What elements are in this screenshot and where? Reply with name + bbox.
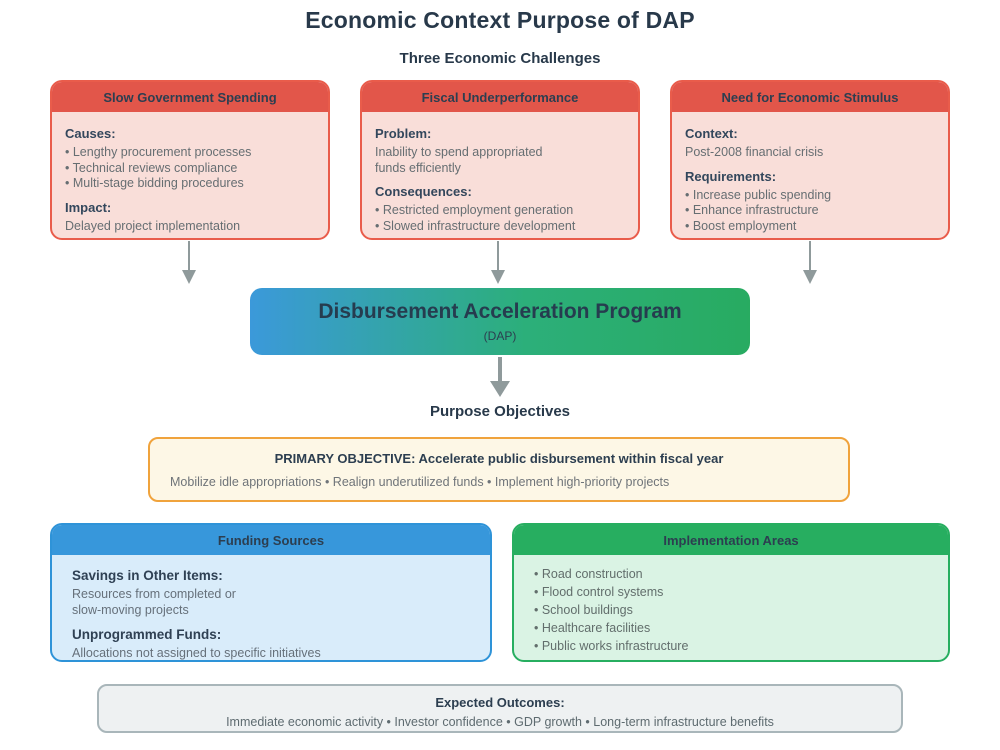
bullet-item: • Public works infrastructure bbox=[534, 639, 689, 653]
section-label: Problem: bbox=[375, 126, 432, 141]
expected-outcomes-box: Expected Outcomes: Immediate economic ac… bbox=[97, 684, 903, 733]
card-header: Slow Government Spending bbox=[52, 82, 328, 112]
text-line: Delayed project implementation bbox=[65, 218, 241, 233]
challenge-card-fiscal-underperformance: Fiscal Underperformance Problem: Inabili… bbox=[360, 80, 640, 240]
section-label: Consequences: bbox=[375, 184, 472, 199]
implementation-areas-panel: Implementation Areas • Road construction… bbox=[512, 523, 950, 662]
arrow-down-icon bbox=[182, 241, 196, 284]
arrow-shaft bbox=[498, 357, 502, 381]
arrow-shaft bbox=[497, 241, 499, 270]
bullet-item: • Multi-stage bidding procedures bbox=[65, 176, 244, 190]
text-line: slow-moving projects bbox=[72, 602, 189, 617]
dap-abbreviation: (DAP) bbox=[483, 329, 517, 343]
outcomes-subtext: Immediate economic activity • Investor c… bbox=[226, 715, 774, 729]
arrow-shaft bbox=[188, 241, 190, 270]
card-body: Causes: • Lengthy procurement processes … bbox=[52, 112, 328, 234]
text-line: funds efficiently bbox=[375, 160, 461, 175]
bullet-item: • Restricted employment generation bbox=[375, 203, 574, 217]
arrow-head bbox=[182, 270, 196, 284]
dap-program-box: Disbursement Acceleration Program (DAP) bbox=[250, 288, 750, 355]
primary-objective-subtext: Mobilize idle appropriations • Realign u… bbox=[170, 475, 670, 489]
challenges-heading: Three Economic Challenges bbox=[399, 50, 601, 67]
panel-body: Savings in Other Items: Resources from c… bbox=[52, 555, 490, 660]
bullet-item: • Enhance infrastructure bbox=[685, 203, 819, 217]
bullet-item: • Increase public spending bbox=[685, 187, 832, 202]
outcomes-title: Expected Outcomes: bbox=[435, 695, 565, 710]
arrow-head bbox=[490, 381, 510, 397]
bullet-item: • Lengthy procurement processes bbox=[65, 145, 252, 159]
challenge-card-slow-spending: Slow Government Spending Causes: • Lengt… bbox=[50, 80, 330, 240]
arrow-down-icon bbox=[803, 241, 817, 284]
card-body: Context: Post-2008 financial crisis Requ… bbox=[672, 112, 948, 234]
panel-header: Implementation Areas bbox=[514, 525, 948, 555]
arrow-down-icon bbox=[491, 241, 505, 284]
bullet-item: • Technical reviews compliance bbox=[65, 160, 238, 175]
panel-body: • Road construction • Flood control syst… bbox=[514, 555, 948, 655]
section-label: Savings in Other Items: bbox=[72, 568, 223, 583]
dap-title: Disbursement Acceleration Program bbox=[318, 300, 682, 323]
text-line: Allocations not assigned to specific ini… bbox=[72, 646, 321, 660]
bullet-item: • Healthcare facilities bbox=[534, 621, 651, 635]
page-title: Economic Context Purpose of DAP bbox=[305, 7, 695, 33]
section-label: Context: bbox=[685, 126, 738, 141]
bullet-item: • Road construction bbox=[534, 567, 643, 581]
bullet-item: • Flood control systems bbox=[534, 585, 664, 599]
challenge-card-economic-stimulus: Need for Economic Stimulus Context: Post… bbox=[670, 80, 950, 240]
arrow-down-icon bbox=[490, 357, 510, 397]
section-label: Impact: bbox=[65, 199, 112, 215]
bullet-item: • Boost employment bbox=[685, 218, 797, 233]
primary-objective-box: PRIMARY OBJECTIVE: Accelerate public dis… bbox=[148, 437, 850, 502]
arrow-head bbox=[803, 270, 817, 284]
text-line: Post-2008 financial crisis bbox=[685, 145, 824, 159]
purpose-heading: Purpose Objectives bbox=[429, 403, 571, 420]
card-body: Problem: Inability to spend appropriated… bbox=[362, 112, 638, 234]
card-header: Need for Economic Stimulus bbox=[672, 82, 948, 112]
bullet-item: • School buildings bbox=[534, 603, 633, 617]
section-label: Unprogrammed Funds: bbox=[72, 627, 222, 642]
section-label: Causes: bbox=[65, 126, 116, 141]
text-line: Resources from completed or bbox=[72, 587, 236, 601]
bullet-item: • Slowed infrastructure development bbox=[375, 218, 576, 233]
card-header: Fiscal Underperformance bbox=[362, 82, 638, 112]
panel-header: Funding Sources bbox=[52, 525, 490, 555]
arrow-shaft bbox=[809, 241, 811, 270]
text-line: Inability to spend appropriated bbox=[375, 145, 543, 159]
section-label: Requirements: bbox=[685, 168, 777, 184]
primary-objective-title: PRIMARY OBJECTIVE: Accelerate public dis… bbox=[274, 451, 724, 466]
funding-sources-panel: Funding Sources Savings in Other Items: … bbox=[50, 523, 492, 662]
arrow-head bbox=[491, 270, 505, 284]
